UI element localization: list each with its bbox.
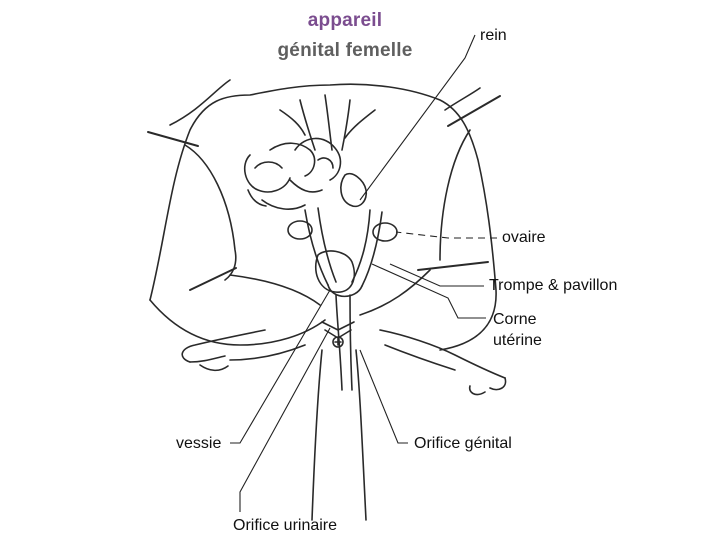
leader-orifice-urinaire <box>239 327 331 512</box>
leader-orifice-genital <box>359 349 408 444</box>
label-orifice-urinaire: Orifice urinaire <box>233 517 338 534</box>
label-corne-uterine-line1: Corne <box>493 311 537 328</box>
pinned-skin-flaps <box>184 129 471 316</box>
leader-trompe <box>389 263 484 287</box>
intestines <box>243 137 342 210</box>
label-orifice-genital: Orifice génital <box>414 435 512 452</box>
ribcage <box>279 94 376 151</box>
label-corne-uterine-line2: utérine <box>493 332 542 349</box>
leader-ovaire <box>395 231 497 239</box>
ovaries <box>287 220 398 242</box>
body-outline <box>149 79 497 351</box>
label-rein: rein <box>480 27 507 44</box>
uterus <box>304 207 383 391</box>
hind-leg-right <box>379 329 507 396</box>
hind-leg-left <box>181 329 306 372</box>
pins <box>147 95 501 291</box>
diagram-title: appareil génital femelle <box>240 6 450 66</box>
genital-area <box>311 321 367 521</box>
label-vessie: vessie <box>176 435 222 452</box>
leader-corne <box>371 263 486 319</box>
label-ovaire: ovaire <box>502 229 546 246</box>
bladder <box>314 250 356 293</box>
leader-vessie <box>230 289 331 444</box>
title-line-2: génital femelle <box>277 40 413 61</box>
title-line-1: appareil <box>307 10 383 31</box>
leader-rein <box>359 34 476 201</box>
label-trompe-pavillon: Trompe & pavillon <box>489 277 618 294</box>
kidney <box>340 172 368 208</box>
